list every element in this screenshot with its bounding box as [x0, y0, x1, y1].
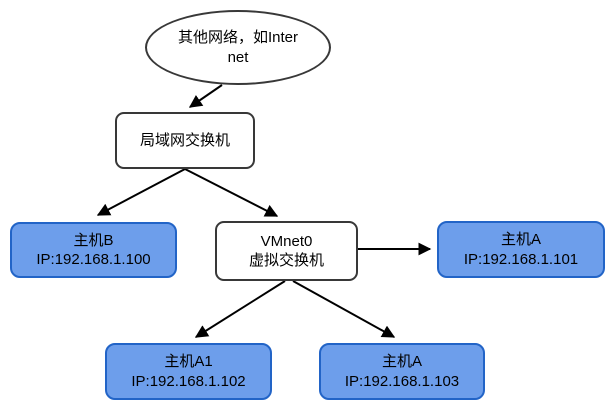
node-vmnet0-switch: VMnet0 虚拟交换机: [215, 221, 358, 281]
node-host-a1: 主机A1 IP:192.168.1.102: [105, 343, 272, 400]
node-internet-label-line2: net: [227, 48, 249, 66]
node-lan-switch-label: 局域网交换机: [139, 131, 230, 149]
node-host-a-bottom-label: 主机A: [381, 353, 422, 371]
node-internet-label-line1: 其他网络，如Inter: [177, 29, 298, 47]
node-vmnet0-label-line2: 虚拟交换机: [248, 252, 324, 269]
node-host-b-ip: IP:192.168.1.100: [36, 251, 151, 268]
edge-internet-to-lanswitch: [188, 84, 223, 108]
edge-vmnet0-to-hosta1: [194, 280, 286, 338]
edge-lanswitch-to-hostb: [96, 168, 186, 216]
node-host-a-right: 主机A IP:192.168.1.101: [437, 221, 605, 278]
node-host-a-bottom-ip: IP:192.168.1.103: [344, 372, 460, 390]
node-lan-switch: 局域网交换机: [115, 112, 255, 169]
node-host-a-right-ip: IP:192.168.1.101: [463, 250, 579, 268]
node-host-a-bottom: 主机A IP:192.168.1.103: [319, 343, 485, 400]
node-host-a1-label: 主机A1: [164, 353, 213, 371]
edge-vmnet0-to-hosta-bottom: [292, 280, 396, 338]
node-host-a-right-label: 主机A: [500, 231, 541, 249]
edge-lanswitch-to-vmnet0: [184, 168, 279, 217]
node-host-b: 主机B IP:192.168.1.100: [10, 222, 177, 278]
node-internet-cloud: 其他网络，如Inter net: [145, 10, 331, 85]
node-host-b-label: 主机B: [73, 231, 114, 249]
node-vmnet0-label-line1: VMnet0: [260, 232, 313, 250]
node-host-a1-ip: IP:192.168.1.102: [131, 372, 246, 390]
